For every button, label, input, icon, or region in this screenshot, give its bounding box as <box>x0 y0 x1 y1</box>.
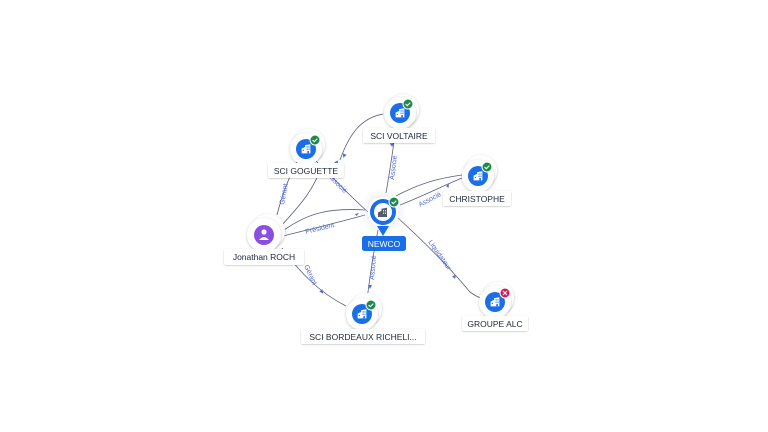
status-ok-badge <box>309 134 321 146</box>
edge-label: Associé <box>369 255 378 280</box>
node-christophe[interactable]: CHRISTOPHE <box>443 155 511 206</box>
person-icon <box>259 229 269 240</box>
edge-label: Associé <box>418 191 443 209</box>
status-ok-badge <box>388 196 400 208</box>
pin-tip <box>377 226 389 236</box>
edge-bordeaux-newco[interactable]: Associé <box>366 229 379 301</box>
node-label-bg <box>363 128 435 143</box>
center-label-bg <box>362 236 406 251</box>
edge-jonathan-newco[interactable]: Président <box>282 209 367 237</box>
edge-label: Gérant <box>279 183 290 205</box>
node-label-bg <box>443 191 511 206</box>
status-ok-badge <box>481 161 493 173</box>
edge-voltaire-goguette[interactable] <box>339 113 384 161</box>
node-sci-goguette[interactable]: SCI GOGUETTE <box>268 129 344 178</box>
status-ok-badge <box>402 98 414 110</box>
node-groupe-alc[interactable]: GROUPE ALC <box>462 282 528 331</box>
node-label: SCI BORDEAUX RICHELI... <box>309 332 416 342</box>
edge-label: Liquidateur <box>426 239 452 272</box>
building-icon <box>378 207 387 217</box>
node-jonathan-roch[interactable]: Jonathan ROCH <box>224 214 304 265</box>
node-label: SCI VOLTAIRE <box>370 131 428 141</box>
node-label: Jonathan ROCH <box>233 252 295 262</box>
status-ok-badge <box>365 299 377 311</box>
node-circle <box>254 225 274 245</box>
node-label: GROUPE ALC <box>467 319 522 329</box>
node-label-bg <box>224 249 304 265</box>
node-sci-voltaire[interactable]: SCI VOLTAIRE <box>363 94 435 143</box>
center-label: NEWCO <box>368 239 401 249</box>
node-newco[interactable]: NEWCO <box>359 188 407 251</box>
node-label: SCI GOGUETTE <box>274 166 339 176</box>
node-sci-bordeaux[interactable]: SCI BORDEAUX RICHELI... <box>301 293 425 344</box>
node-label-bg <box>462 316 528 331</box>
edge-newco-alc[interactable]: Liquidateur <box>397 217 493 301</box>
edge-label: Président <box>305 222 335 236</box>
node-label-bg <box>268 163 344 178</box>
status-ko-badge <box>499 287 511 299</box>
node-label: CHRISTOPHE <box>449 194 505 204</box>
node-label-bg <box>301 329 425 344</box>
edge-label: Associé <box>389 155 399 180</box>
